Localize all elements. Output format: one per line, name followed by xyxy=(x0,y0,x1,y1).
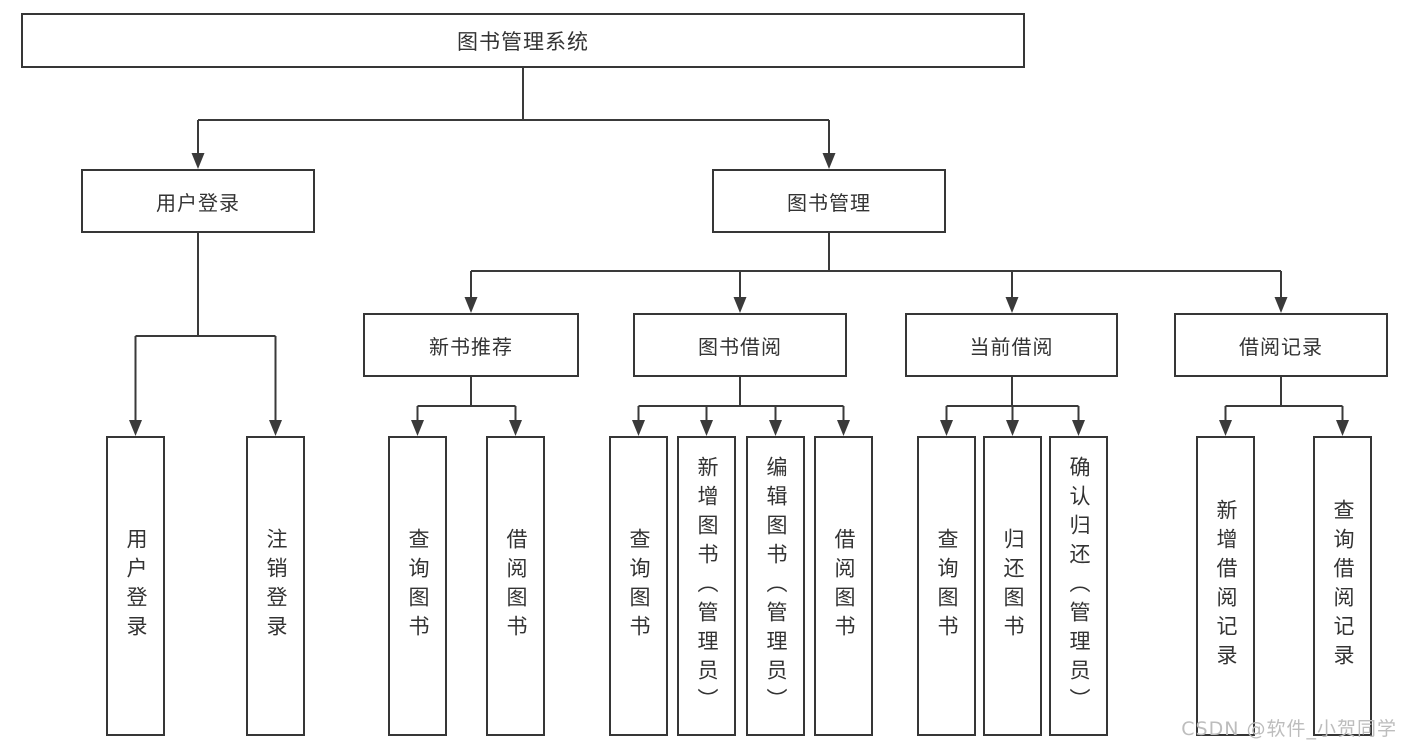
node-label: 图书管理系统 xyxy=(457,29,589,54)
node-newrec-borrow-books: 借阅图书 xyxy=(486,436,545,736)
node-records-add-record: 新增借阅记录 xyxy=(1196,436,1255,736)
node-user-login: 用户登录 xyxy=(81,169,315,233)
csdn-watermark: CSDN @软件_小贺同学 xyxy=(1181,718,1397,740)
node-current-query-books: 查询图书 xyxy=(917,436,976,736)
node-label: 新增图书（管理员） xyxy=(695,455,719,717)
node-label: 用户登录 xyxy=(156,190,240,215)
node-label: 新增借阅记录 xyxy=(1214,499,1238,673)
node-user-login-action: 用户登录 xyxy=(106,436,165,736)
node-label: 查询图书 xyxy=(406,528,430,644)
node-newrec-query-books: 查询图书 xyxy=(388,436,447,736)
node-label: 用户登录 xyxy=(124,528,148,644)
node-label: 当前借阅 xyxy=(969,334,1054,359)
node-label: 借阅记录 xyxy=(1239,334,1323,359)
node-label: 借阅图书 xyxy=(832,528,856,644)
node-label: 编辑图书（管理员） xyxy=(764,455,788,717)
node-book-borrowing: 图书借阅 xyxy=(633,313,847,377)
node-borrow-borrow-books: 借阅图书 xyxy=(814,436,873,736)
node-label: 查询借阅记录 xyxy=(1331,499,1355,673)
node-label: 借阅图书 xyxy=(504,528,528,644)
node-book-management: 图书管理 xyxy=(712,169,946,233)
node-borrow-add-books-admin: 新增图书（管理员） xyxy=(677,436,736,736)
node-new-book-recommendation: 新书推荐 xyxy=(363,313,579,377)
node-records-query-record: 查询借阅记录 xyxy=(1313,436,1372,736)
node-label: 查询图书 xyxy=(935,528,959,644)
node-borrow-edit-books-admin: 编辑图书（管理员） xyxy=(746,436,805,736)
node-borrow-query-books: 查询图书 xyxy=(609,436,668,736)
node-label: 图书管理 xyxy=(787,190,871,215)
node-label: 注销登录 xyxy=(264,528,288,644)
node-label: 确认归还（管理员） xyxy=(1067,455,1091,717)
node-logout: 注销登录 xyxy=(246,436,305,736)
node-label: 新书推荐 xyxy=(429,334,513,359)
node-current-confirm-return-admin: 确认归还（管理员） xyxy=(1049,436,1108,736)
node-label: 归还图书 xyxy=(1001,528,1025,644)
node-current-return-books: 归还图书 xyxy=(983,436,1042,736)
node-current-borrowing: 当前借阅 xyxy=(905,313,1118,377)
node-library-management-system: 图书管理系统 xyxy=(21,13,1025,68)
node-label: 图书借阅 xyxy=(698,334,782,359)
node-label: 查询图书 xyxy=(627,528,651,644)
node-borrowing-records: 借阅记录 xyxy=(1174,313,1388,377)
